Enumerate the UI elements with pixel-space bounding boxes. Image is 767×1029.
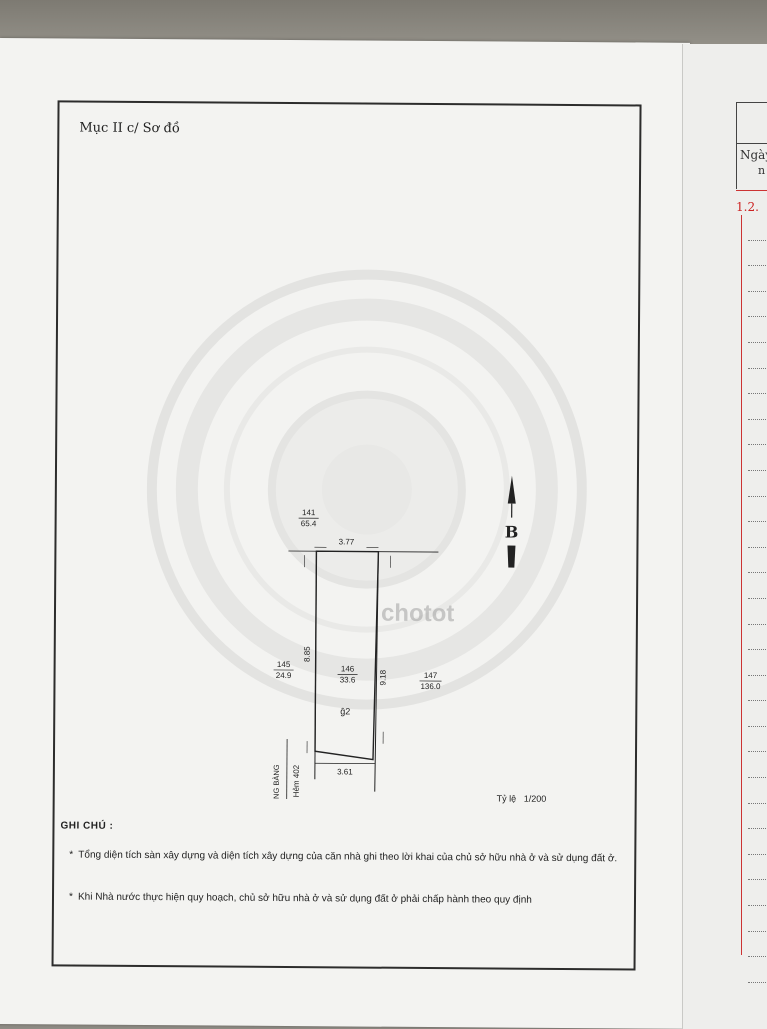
parcel-right-area: 136.0 [420, 682, 441, 691]
land-plot-diagram: 141 65.4 3.77 145 24.9 8.85 146 3 [255, 459, 457, 800]
north-label: B [505, 523, 519, 542]
adjacent-red-margin [741, 215, 742, 955]
notes-title: GHI CHÚ : [60, 820, 113, 831]
parcel-left-area: 24.9 [276, 671, 292, 680]
parcel-center-number: 146 [341, 664, 355, 673]
alley-label: Hẻm 402 [292, 764, 301, 797]
document-page: Mục II c/ Sơ đồ 141 65.4 3.77 145 24.9 8… [0, 38, 690, 1029]
adjacent-red-rule [736, 190, 767, 191]
north-arrow-icon: B [496, 475, 527, 575]
scale-text: Tỷ lệ 1/200 [497, 793, 547, 803]
dim-right-label: 9.18 [378, 669, 387, 685]
scale-value: 1/200 [524, 794, 547, 804]
dim-top-label: 3.77 [339, 537, 355, 546]
note-item-1: Tổng diện tích sàn xây dựng và diện tích… [78, 849, 638, 867]
watermark-text: chotot [381, 600, 455, 629]
scale-label: Tỷ lệ [497, 793, 517, 803]
diagram-frame: Mục II c/ Sơ đồ 141 65.4 3.77 145 24.9 8… [52, 100, 642, 970]
parcel-top-area: 65.4 [301, 519, 317, 528]
parcel-boundary [315, 551, 378, 759]
adjacent-dotted-lines [748, 215, 767, 983]
road-label: Ro. Đ. HỒNG BÀNG [270, 764, 280, 800]
adjacent-section-mark: 1.2. [736, 200, 759, 214]
parcel-left-number: 145 [277, 660, 291, 669]
dim-left-label: 8.85 [303, 646, 312, 662]
dim-bottom-label: 3.61 [337, 767, 353, 776]
land-use-code: ĝ2 [340, 706, 350, 716]
adjacent-header-text-2: n [758, 164, 765, 177]
section-title: Mục II c/ Sơ đồ [79, 121, 180, 137]
parcel-top-number: 141 [302, 508, 316, 517]
parcel-right-number: 147 [424, 671, 438, 680]
parcel-center-area: 33.6 [340, 675, 356, 684]
adjacent-header-text: Ngày [740, 148, 767, 162]
note-item-2: Khi Nhà nước thực hiện quy hoạch, chủ sở… [78, 891, 638, 909]
